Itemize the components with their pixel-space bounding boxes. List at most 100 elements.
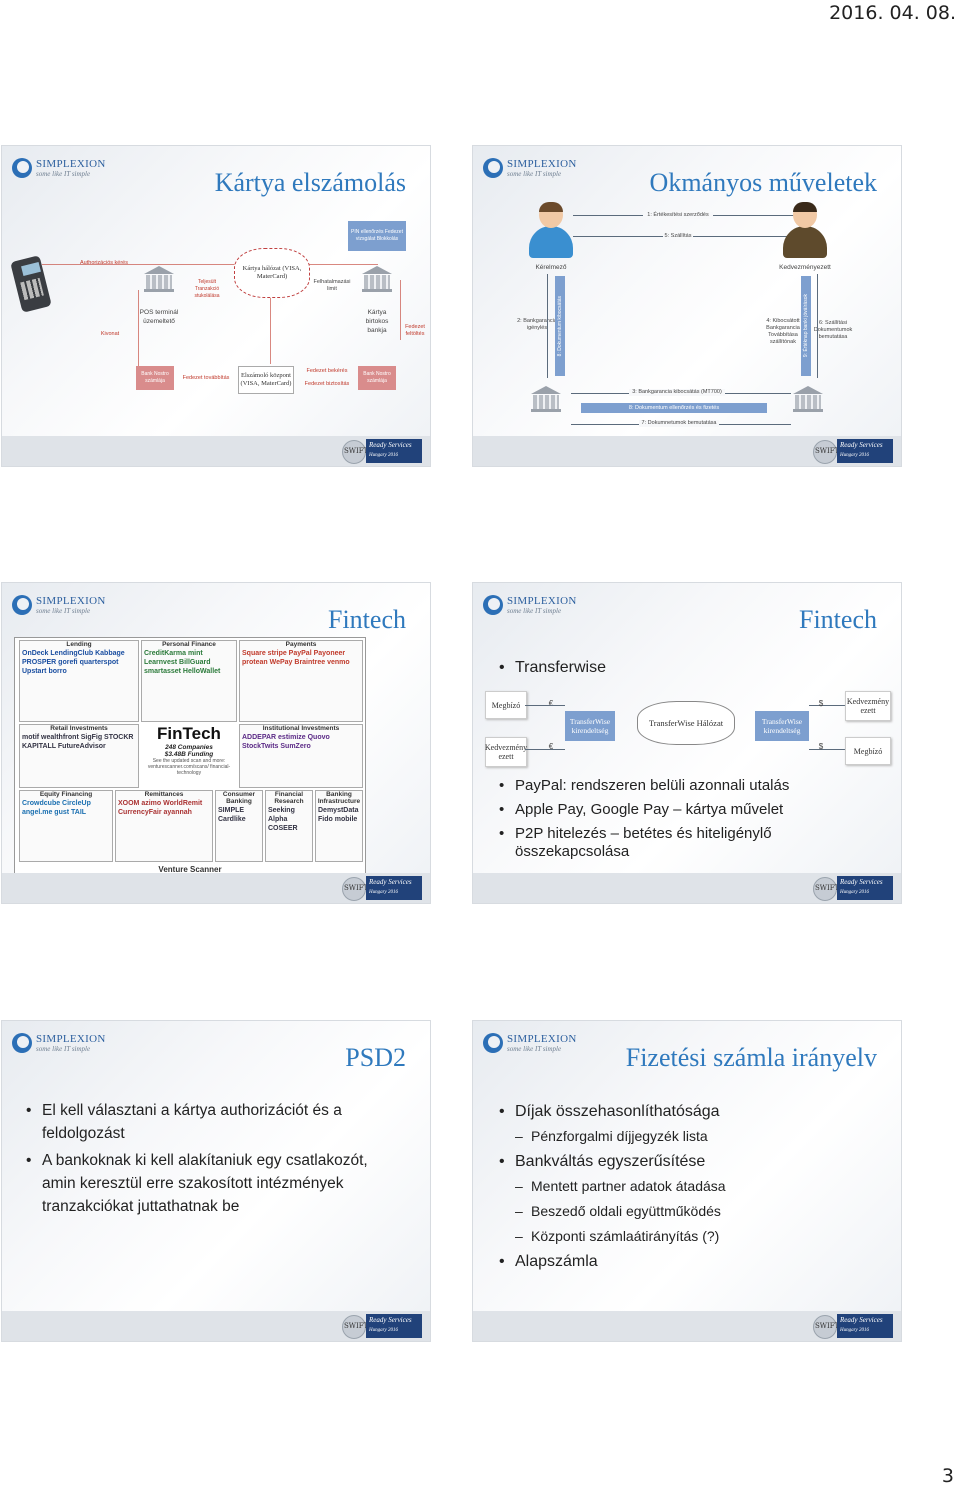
simplexion-logo-icon bbox=[12, 158, 32, 178]
slide-okmanyos-muveletek: SIMPLEXION some like IT simple Okmányos … bbox=[473, 146, 901, 466]
bullet-paypal: PayPal: rendszeren belüli azonnali utalá… bbox=[499, 777, 799, 795]
bullet-separate-authorization: El kell választani a kártya authorizáció… bbox=[26, 1099, 386, 1145]
directive-bullet-list: Díjak összehasonlíthatósága Pénzforgalmi… bbox=[499, 1099, 879, 1274]
present-docs-label: 7: Dokumnetumok bemutatása bbox=[639, 420, 719, 427]
beneficiary-vertical-line bbox=[817, 274, 818, 378]
network-vertical-line bbox=[270, 298, 271, 364]
swift-globe-icon: SWIFT bbox=[813, 877, 839, 901]
funding-provision-label: Fedezet biztosítás bbox=[304, 381, 350, 387]
bullet-bank-connector: A bankoknak ki kell alakítaniuk egy csat… bbox=[26, 1149, 386, 1218]
simplexion-logo: SIMPLEXION some like IT simple bbox=[483, 156, 593, 182]
left-flow-line-bottom bbox=[525, 749, 565, 750]
right-flow-line bbox=[809, 705, 847, 706]
slide-psd2: SIMPLEXION some like IT simple PSD2 El k… bbox=[2, 1021, 430, 1341]
funding-forward-label: Fedezet továbbítás bbox=[182, 375, 230, 381]
swift-globe-icon: SWIFT bbox=[342, 1315, 368, 1339]
bullet-transferwise: Transferwise bbox=[499, 659, 606, 677]
authorization-line bbox=[42, 264, 378, 265]
funding-request-label: Fedezet bekérés bbox=[306, 368, 348, 374]
transferwise-network-cloud: TransferWise Hálózat bbox=[637, 701, 735, 745]
beneficiary-box-right: Kedvezmény ezett bbox=[845, 691, 891, 721]
slide-title: Fizetési számla irányelv bbox=[625, 1043, 877, 1072]
simplexion-logo: SIMPLEXION some like IT simple bbox=[483, 1031, 593, 1057]
applicant-vertical-line bbox=[547, 274, 548, 378]
sub-bullet-partner-data: Mentett partner adatok átadása bbox=[499, 1174, 879, 1199]
psd2-bullet-list: El kell választani a kártya authorizáció… bbox=[26, 1099, 386, 1218]
issuer-bank-icon bbox=[362, 266, 392, 292]
slide-payment-account-directive: SIMPLEXION some like IT simple Fizetési … bbox=[473, 1021, 901, 1341]
bullet-apple-google-pay: Apple Pay, Google Pay – kártya művelet bbox=[499, 801, 799, 819]
pos-bank-icon bbox=[144, 266, 174, 292]
card-network-cloud: Kártya hálózat (VISA, MaterCard) bbox=[234, 248, 310, 298]
beneficiary-bank-icon bbox=[793, 386, 823, 412]
limit-label: Felhatalmazási limit bbox=[313, 279, 351, 292]
simplexion-logo-icon bbox=[483, 595, 503, 615]
simplexion-logo: SIMPLEXION some like IT simple bbox=[483, 593, 593, 619]
dollar-symbol-bottom: $ bbox=[818, 742, 824, 751]
bullet-basic-account: Alapszámla bbox=[499, 1249, 879, 1274]
transaction-label: Teljesült Tranzakció stukolálása bbox=[194, 279, 220, 299]
bullet-fee-comparability: Díjak összehasonlíthatósága bbox=[499, 1099, 879, 1124]
funding-topup-label: Fedezet feltöltés bbox=[405, 324, 425, 337]
transferwise-bullet-list: Transferwise bbox=[499, 659, 606, 677]
euro-symbol-top: € bbox=[548, 699, 554, 708]
simplexion-logo: SIMPLEXION some like IT simple bbox=[12, 593, 122, 619]
sender-box-left: Megbízó bbox=[485, 691, 527, 719]
slide-fintech-landscape: SIMPLEXION some like IT simple Fintech L… bbox=[2, 583, 430, 903]
euro-symbol-bottom: € bbox=[548, 742, 554, 751]
pos-vertical-line bbox=[138, 290, 139, 366]
swift-globe-icon: SWIFT bbox=[342, 877, 368, 901]
slide-fintech-transferwise: SIMPLEXION some like IT simple Fintech T… bbox=[473, 583, 901, 903]
guarantee-forward-label: 4: Kibocsátott Bankgarancia Továbbítása … bbox=[766, 318, 800, 345]
bullet-p2p-lending: P2P hitelezés – betétes és hiteligénylő … bbox=[499, 825, 799, 861]
pos-operator-label: POS terminál üzemeltető bbox=[139, 309, 179, 325]
guarantee-request-label: 2: Bankgarancia igénylés bbox=[517, 318, 557, 331]
applicant-person-icon bbox=[529, 202, 573, 258]
mt700-label: 3: Bankgarancia kibocsátás (MT700) bbox=[629, 389, 725, 396]
slide-title: PSD2 bbox=[345, 1043, 406, 1072]
beneficiary-label: Kedvezményezett bbox=[779, 264, 831, 271]
issuer-bank-label: Kártya birtokos bankja bbox=[365, 309, 389, 334]
pin-check-box: PIN ellenőrzés Fedezet vizsgálat Blokkol… bbox=[348, 221, 406, 251]
doc-handover-vertical: 8: Dokumentum kibocsátás bbox=[555, 276, 565, 376]
slide-title: Okmányos műveletek bbox=[649, 168, 877, 197]
applicant-bank-icon bbox=[531, 386, 561, 412]
slide-title: Fintech bbox=[799, 605, 877, 634]
doc-present-label: 6: Szállítási Dokumentumok bemutatása bbox=[813, 320, 853, 340]
beneficiary-box-left: Kedvezmény ezett bbox=[485, 737, 527, 767]
slide-kartya-elszamolas: SIMPLEXION some like IT simple Kártya el… bbox=[2, 146, 430, 466]
slide-title: Kártya elszámolás bbox=[214, 168, 406, 197]
check-pay-box: 8: Dokumentum ellenőrzés és fizetés bbox=[581, 403, 767, 413]
simplexion-logo: SIMPLEXION some like IT simple bbox=[12, 156, 122, 182]
simplexion-logo-icon bbox=[12, 595, 32, 615]
sub-bullet-central-redirect: Központi számlaátirányítás (?) bbox=[499, 1224, 879, 1249]
simplexion-logo: SIMPLEXION some like IT simple bbox=[12, 1031, 122, 1057]
beneficiary-person-icon bbox=[783, 202, 827, 258]
simplexion-logo-icon bbox=[483, 158, 503, 178]
sender-box-right: Megbízó bbox=[845, 737, 891, 765]
clearing-house-box: Elszámoló központ (VISA, MaterCard) bbox=[238, 366, 294, 394]
swift-globe-icon: SWIFT bbox=[813, 1315, 839, 1339]
simplexion-logo-icon bbox=[483, 1033, 503, 1053]
kivonat-label: Kivonat bbox=[100, 331, 120, 337]
transferwise-branch-right: TransferWise kirendeltség bbox=[755, 711, 809, 741]
right-flow-line-bottom bbox=[809, 749, 847, 750]
dollar-symbol-top: $ bbox=[818, 699, 824, 708]
page-date: 2016. 04. 08. bbox=[829, 2, 956, 24]
sub-bullet-fee-list: Pénzforgalmi díjjegyzék lista bbox=[499, 1124, 879, 1149]
venture-scanner-label: Venture Scanner bbox=[158, 865, 222, 874]
